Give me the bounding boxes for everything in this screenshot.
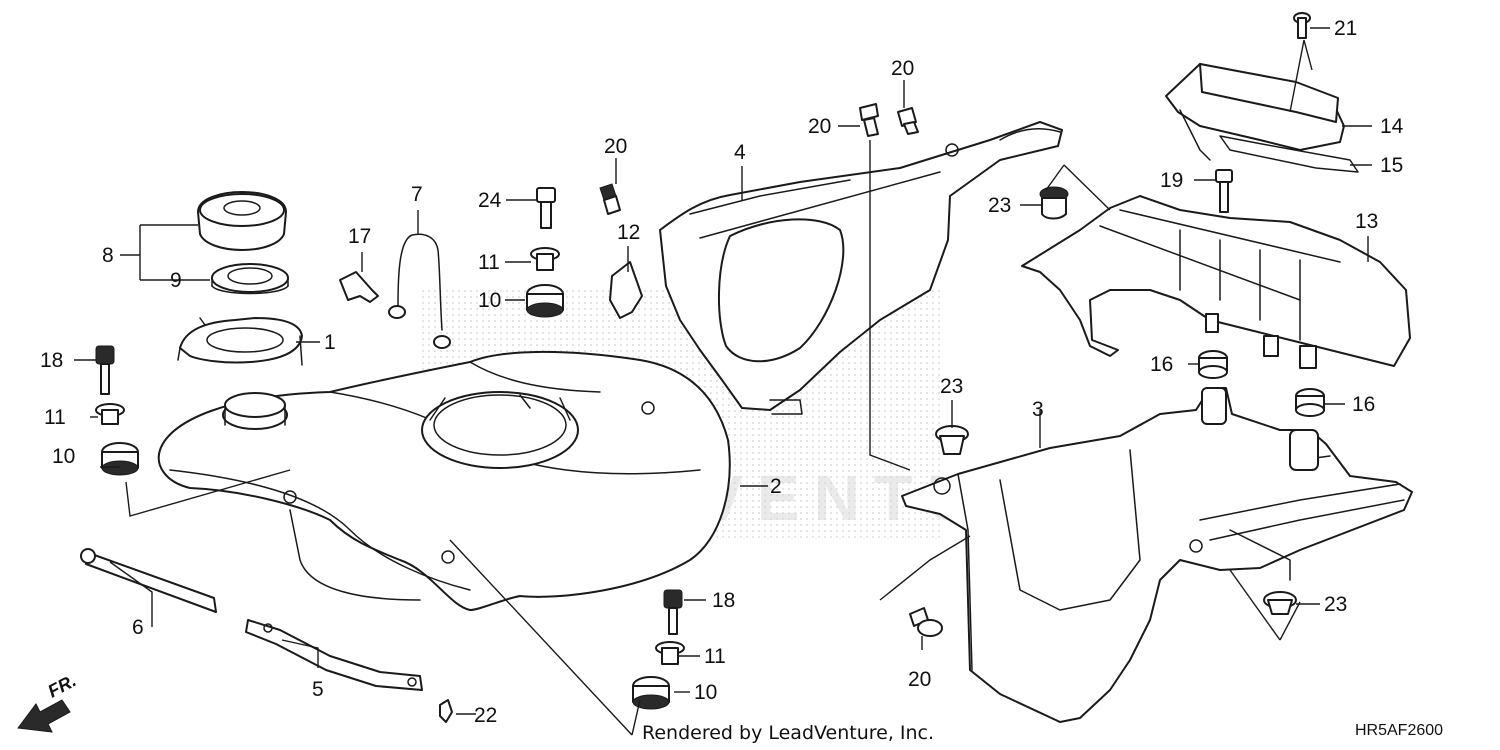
callout-7: 7 — [411, 183, 423, 206]
callout-labels: 1 2 3 4 5 6 7 8 9 10 10 10 11 11 11 12 1… — [40, 17, 1404, 727]
front-direction-arrow-icon — [17, 699, 71, 733]
callout-20-mid: 20 — [808, 115, 831, 138]
fuel-cap-gasket[interactable] — [211, 263, 289, 295]
callout-10-mid: 10 — [478, 289, 501, 312]
callout-15: 15 — [1380, 154, 1403, 177]
callout-23-mid: 23 — [940, 375, 963, 398]
bolt-19[interactable] — [1215, 169, 1233, 213]
grommet-16-right[interactable] — [1295, 388, 1325, 417]
callout-18-left: 18 — [40, 349, 63, 372]
callout-19: 19 — [1160, 169, 1183, 192]
grommet-10-mid[interactable] — [526, 284, 564, 318]
collar-11-bottom[interactable] — [655, 641, 685, 665]
callout-11-left: 11 — [44, 406, 66, 429]
plug-23-mid[interactable] — [935, 425, 969, 455]
clip-12[interactable] — [609, 261, 643, 319]
callout-10-left: 10 — [52, 445, 75, 468]
plug-23-upper[interactable] — [1039, 186, 1069, 220]
clip-20-upper-right[interactable] — [897, 107, 919, 135]
callout-13: 13 — [1355, 210, 1378, 233]
front-direction-label: FR. — [44, 670, 79, 701]
clip-20-upper-left[interactable] — [599, 183, 621, 215]
callout-23-lower: 23 — [1324, 593, 1347, 616]
collar-11-mid[interactable] — [530, 247, 560, 271]
breather-tube[interactable] — [388, 233, 451, 349]
callout-11-bottom: 11 — [704, 645, 726, 668]
grommet-16-left[interactable] — [1198, 350, 1228, 379]
callout-24: 24 — [478, 189, 502, 212]
storage-box-seal[interactable] — [1219, 135, 1359, 173]
footer-credit: Rendered by LeadVenture, Inc. — [642, 722, 934, 744]
bolt-18-left[interactable] — [95, 345, 115, 395]
bolt-18-bottom[interactable] — [663, 589, 683, 635]
callout-1: 1 — [324, 331, 336, 354]
callout-5: 5 — [312, 678, 324, 701]
under-cover[interactable] — [901, 387, 1413, 723]
storage-box[interactable] — [1021, 195, 1411, 369]
fuel-cap[interactable] — [197, 191, 287, 251]
callout-9: 9 — [170, 269, 182, 292]
callout-22: 22 — [474, 704, 497, 727]
callout-20-bottom: 20 — [908, 668, 931, 691]
callout-8: 8 — [102, 244, 114, 267]
callout-20-left: 20 — [604, 135, 627, 158]
fuel-tank[interactable] — [157, 350, 731, 611]
callout-4: 4 — [734, 141, 746, 164]
callout-16-right: 16 — [1352, 393, 1375, 416]
grommet-10-bottom[interactable] — [632, 676, 670, 710]
callout-21: 21 — [1334, 17, 1357, 40]
callout-3: 3 — [1032, 398, 1044, 421]
left-cover[interactable] — [659, 121, 1063, 415]
mounting-rod[interactable] — [80, 548, 217, 613]
callout-10-bottom: 10 — [694, 681, 717, 704]
hose-joint[interactable] — [339, 271, 379, 303]
callout-2: 2 — [770, 475, 782, 498]
filler-neck-bracket[interactable] — [177, 317, 303, 366]
leader-lines — [74, 27, 1372, 736]
clip-20-lower[interactable] — [909, 607, 943, 637]
callout-17: 17 — [348, 225, 371, 248]
callout-18-bottom: 18 — [712, 589, 735, 612]
callout-16-left: 16 — [1150, 353, 1173, 376]
callout-11-mid: 11 — [478, 251, 500, 274]
callout-14: 14 — [1380, 115, 1404, 138]
grommet-10-left[interactable] — [101, 442, 139, 476]
screw-21[interactable] — [1293, 12, 1311, 39]
bolt-24[interactable] — [536, 187, 556, 229]
callout-6: 6 — [132, 616, 144, 639]
clip-22[interactable] — [439, 699, 453, 723]
callout-23-upper: 23 — [988, 194, 1011, 217]
plug-23-lower[interactable] — [1263, 591, 1297, 615]
callout-20-top: 20 — [891, 57, 914, 80]
callout-12: 12 — [617, 221, 640, 244]
diagram-code: HR5AF2600 — [1355, 722, 1443, 739]
collar-11-left[interactable] — [95, 403, 125, 425]
tank-band[interactable] — [245, 619, 423, 691]
storage-box-lid[interactable] — [1165, 63, 1345, 161]
clip-20-upper-mid[interactable] — [859, 103, 879, 137]
